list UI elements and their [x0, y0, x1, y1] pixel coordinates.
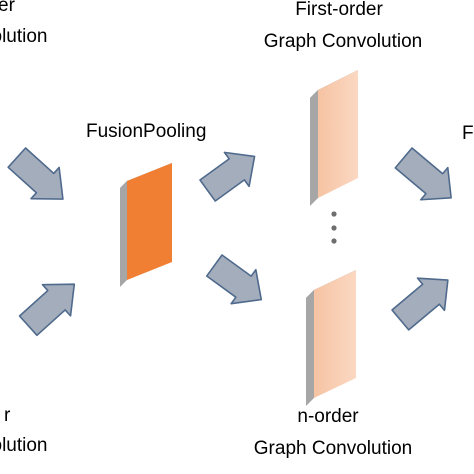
fusion-pooling-label: FusionPooling	[86, 121, 207, 142]
bottom-left-label: r volution	[0, 404, 48, 458]
n-order-block-face	[314, 270, 356, 398]
first-order-block-side	[310, 90, 318, 206]
bottom-left-label-line1: r	[4, 405, 11, 426]
fusion-block-side	[120, 181, 127, 287]
n-order-block-side	[306, 290, 314, 406]
n-order-label-line1: n-order	[297, 406, 359, 427]
top-left-label-line1: er	[0, 0, 15, 16]
first-order-block-face	[318, 70, 358, 198]
n-order-block	[306, 270, 356, 406]
top-left-label-line2: volution	[0, 26, 48, 47]
fusion-block-face	[127, 163, 172, 280]
right-cut-label: F	[462, 123, 474, 144]
bottom-left-label-line2: volution	[0, 435, 48, 456]
first-order-label-line2: Graph Convolution	[263, 31, 423, 52]
arrow-bottom-left-to-fusion	[18, 283, 76, 337]
ellipsis-dots	[331, 211, 337, 244]
n-order-label: n-order Graph Convolution	[228, 405, 438, 461]
first-order-block	[310, 70, 358, 206]
top-left-label: er volution	[0, 0, 48, 49]
n-order-label-line2: Graph Convolution	[253, 438, 413, 459]
arrow-fusion-to-first-order	[199, 151, 256, 202]
arrow-fusion-to-n-order	[205, 254, 263, 305]
fusion-pooling-block	[120, 163, 172, 287]
first-order-label-line1: First-order	[295, 0, 383, 20]
first-order-label: First-order Graph Convolution	[238, 0, 448, 54]
arrow-top-left-to-fusion	[7, 147, 64, 200]
arrow-first-order-to-right	[394, 147, 452, 201]
arrow-n-order-to-right	[391, 277, 449, 331]
